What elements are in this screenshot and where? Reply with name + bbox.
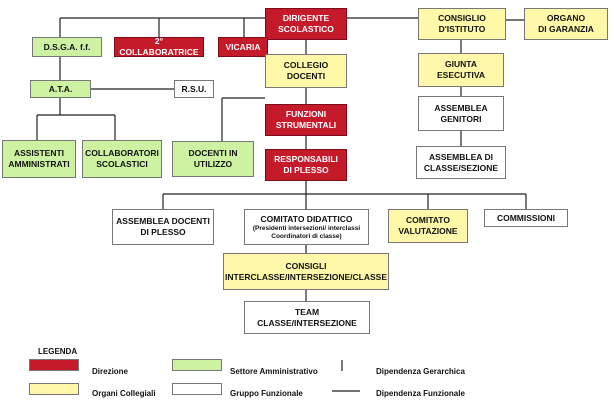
legend-swatch-direzione — [29, 359, 79, 371]
node-comitato-valutazione: COMITATO VALUTAZIONE — [388, 209, 468, 243]
node-comitato-didattico: COMITATO DIDATTICO (Presidenti intersezi… — [244, 209, 369, 245]
node-assistenti-amministrati: ASSISTENTI AMMINISTRATI — [2, 140, 76, 178]
legend-label-settore-amministrativo: Settore Amministrativo — [230, 367, 318, 376]
legend-label-direzione: Direzione — [92, 367, 129, 376]
legend-label-gruppo-funzionale: Gruppo Funzionale — [230, 389, 303, 398]
legend-swatch-gruppo-funzionale — [172, 383, 222, 395]
legend-title: LEGENDA — [38, 347, 78, 356]
comitato-didattico-subtitle: (Presidenti intersezioni/ interclassi Co… — [252, 224, 361, 240]
node-collegio-docenti: COLLEGIO DOCENTI — [265, 54, 347, 88]
node-collaboratori-scolastici: COLLABORATORI SCOLASTICI — [82, 140, 162, 178]
legend-label-dipendenza-gerarchica: Dipendenza Gerarchica — [376, 367, 465, 376]
node-assemblea-docenti-plesso: ASSEMBLEA DOCENTI DI PLESSO — [112, 209, 214, 245]
legend-swatch-organi-collegiali — [29, 383, 79, 395]
node-ata: A.T.A. — [30, 80, 91, 98]
legend-swatch-settore-amministrativo — [172, 359, 222, 371]
node-collaboratrice: 2° COLLABORATRICE — [114, 36, 204, 57]
node-consiglio-istituto: CONSIGLIO D'ISTITUTO — [418, 8, 506, 40]
node-team: TEAM CLASSE/INTERSEZIONE — [244, 301, 370, 334]
node-giunta-esecutiva: GIUNTA ESECUTIVA — [418, 53, 504, 87]
node-docenti-in-utilizzo: DOCENTI IN UTILIZZO — [172, 141, 254, 177]
node-assemblea-genitori: ASSEMBLEA GENITORI — [418, 96, 504, 131]
node-rsu: R.S.U. — [174, 80, 214, 98]
node-consigli: CONSIGLI INTERCLASSE/INTERSEZIONE/CLASSE — [223, 253, 389, 290]
legend-label-organi-collegiali: Organi Collegiali — [92, 389, 156, 398]
node-commissioni: COMMISSIONI — [484, 209, 568, 227]
node-assemblea-classe-sezione: ASSEMBLEA DI CLASSE/SEZIONE — [416, 146, 506, 179]
node-dirigente-scolastico: DIRIGENTE SCOLASTICO — [265, 8, 347, 40]
node-funzioni-strumentali: FUNZIONI STRUMENTALI — [265, 104, 347, 136]
comitato-didattico-title: COMITATO DIDATTICO — [260, 213, 353, 224]
legend-label-dipendenza-funzionale: Dipendenza Funzionale — [376, 389, 465, 398]
node-dsga: D.S.G.A. f.f. — [32, 37, 102, 57]
node-vicaria: VICARIA — [218, 37, 268, 57]
node-organo-garanzia: ORGANO DI GARANZIA — [524, 8, 608, 40]
node-responsabili-plesso: RESPONSABILI DI PLESSO — [265, 149, 347, 181]
